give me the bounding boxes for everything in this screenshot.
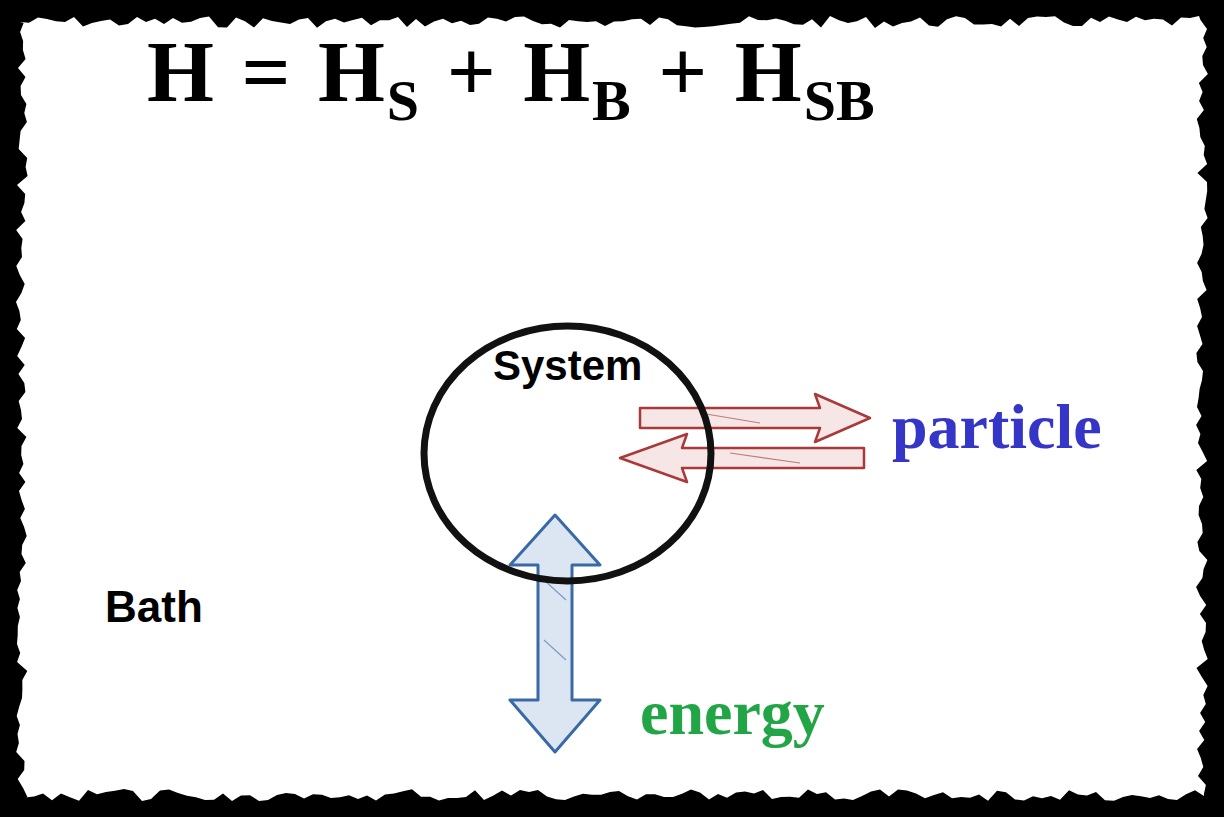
equation-symbol: H: [523, 22, 590, 122]
equation-symbol: H: [147, 22, 214, 122]
equation-symbol: H: [318, 22, 385, 122]
energy-label: energy: [640, 676, 825, 750]
circle-line: [424, 326, 711, 581]
equation-operator: +: [658, 22, 707, 122]
particle-arrow-in: [620, 434, 864, 482]
equation-operator: =: [241, 22, 290, 122]
equation-subscript: S: [387, 67, 419, 134]
bath-label: Bath: [105, 582, 203, 632]
particle-arrow-out: [640, 394, 870, 442]
equation-symbol: H: [735, 22, 802, 122]
paper-ground: [16, 16, 1208, 801]
equation-subscript: SB: [804, 67, 875, 134]
hatch: [730, 453, 800, 463]
equation-operator: +: [447, 22, 496, 122]
hatch: [544, 640, 566, 660]
energy-arrow: [510, 515, 600, 752]
particle-label: particle: [892, 390, 1102, 464]
system-circle: System: [420, 322, 715, 585]
hamiltonian-equation: H=HS+HB+HSB: [147, 22, 875, 134]
equation-subscript: B: [592, 67, 631, 134]
system-label: System: [493, 342, 642, 390]
